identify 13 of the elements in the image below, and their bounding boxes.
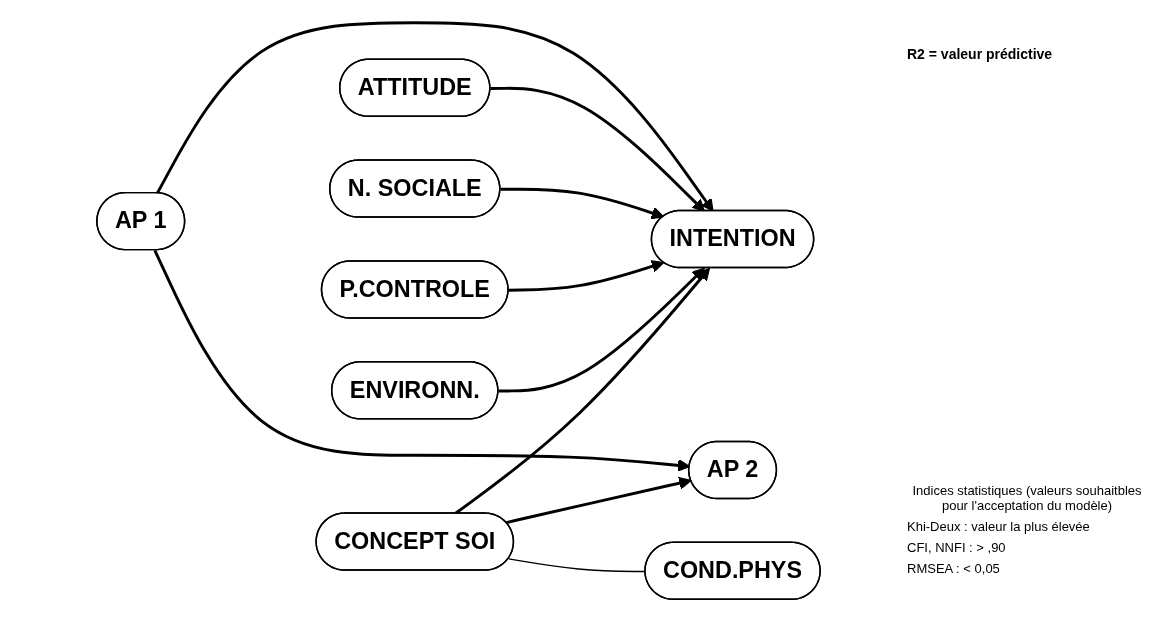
note-heading: Indices statistiques (valeurs souhaitbles pour l'acceptation du modèle) [911,483,1143,513]
arrow [498,267,705,393]
note: Khi-Deux : valeur la plus élevée [907,519,1091,534]
arrow [500,187,665,220]
arrow [505,476,692,524]
note: R2 = valeur prédictive [907,46,1054,62]
arrow [155,21,714,212]
arrow [508,260,665,292]
arrow [454,267,711,515]
arrow [490,86,705,212]
note: RMSEA : < 0,05 [907,561,1001,576]
path-diagram: AP 1 ATTITUDE N. SOCIALE P.CONTROLE ENVIRONN. CONCEPT SOI INTENTION AP 2 COND.PHYS [10,11,907,611]
note: CFI, NNFI : > ,90 [907,540,1007,555]
